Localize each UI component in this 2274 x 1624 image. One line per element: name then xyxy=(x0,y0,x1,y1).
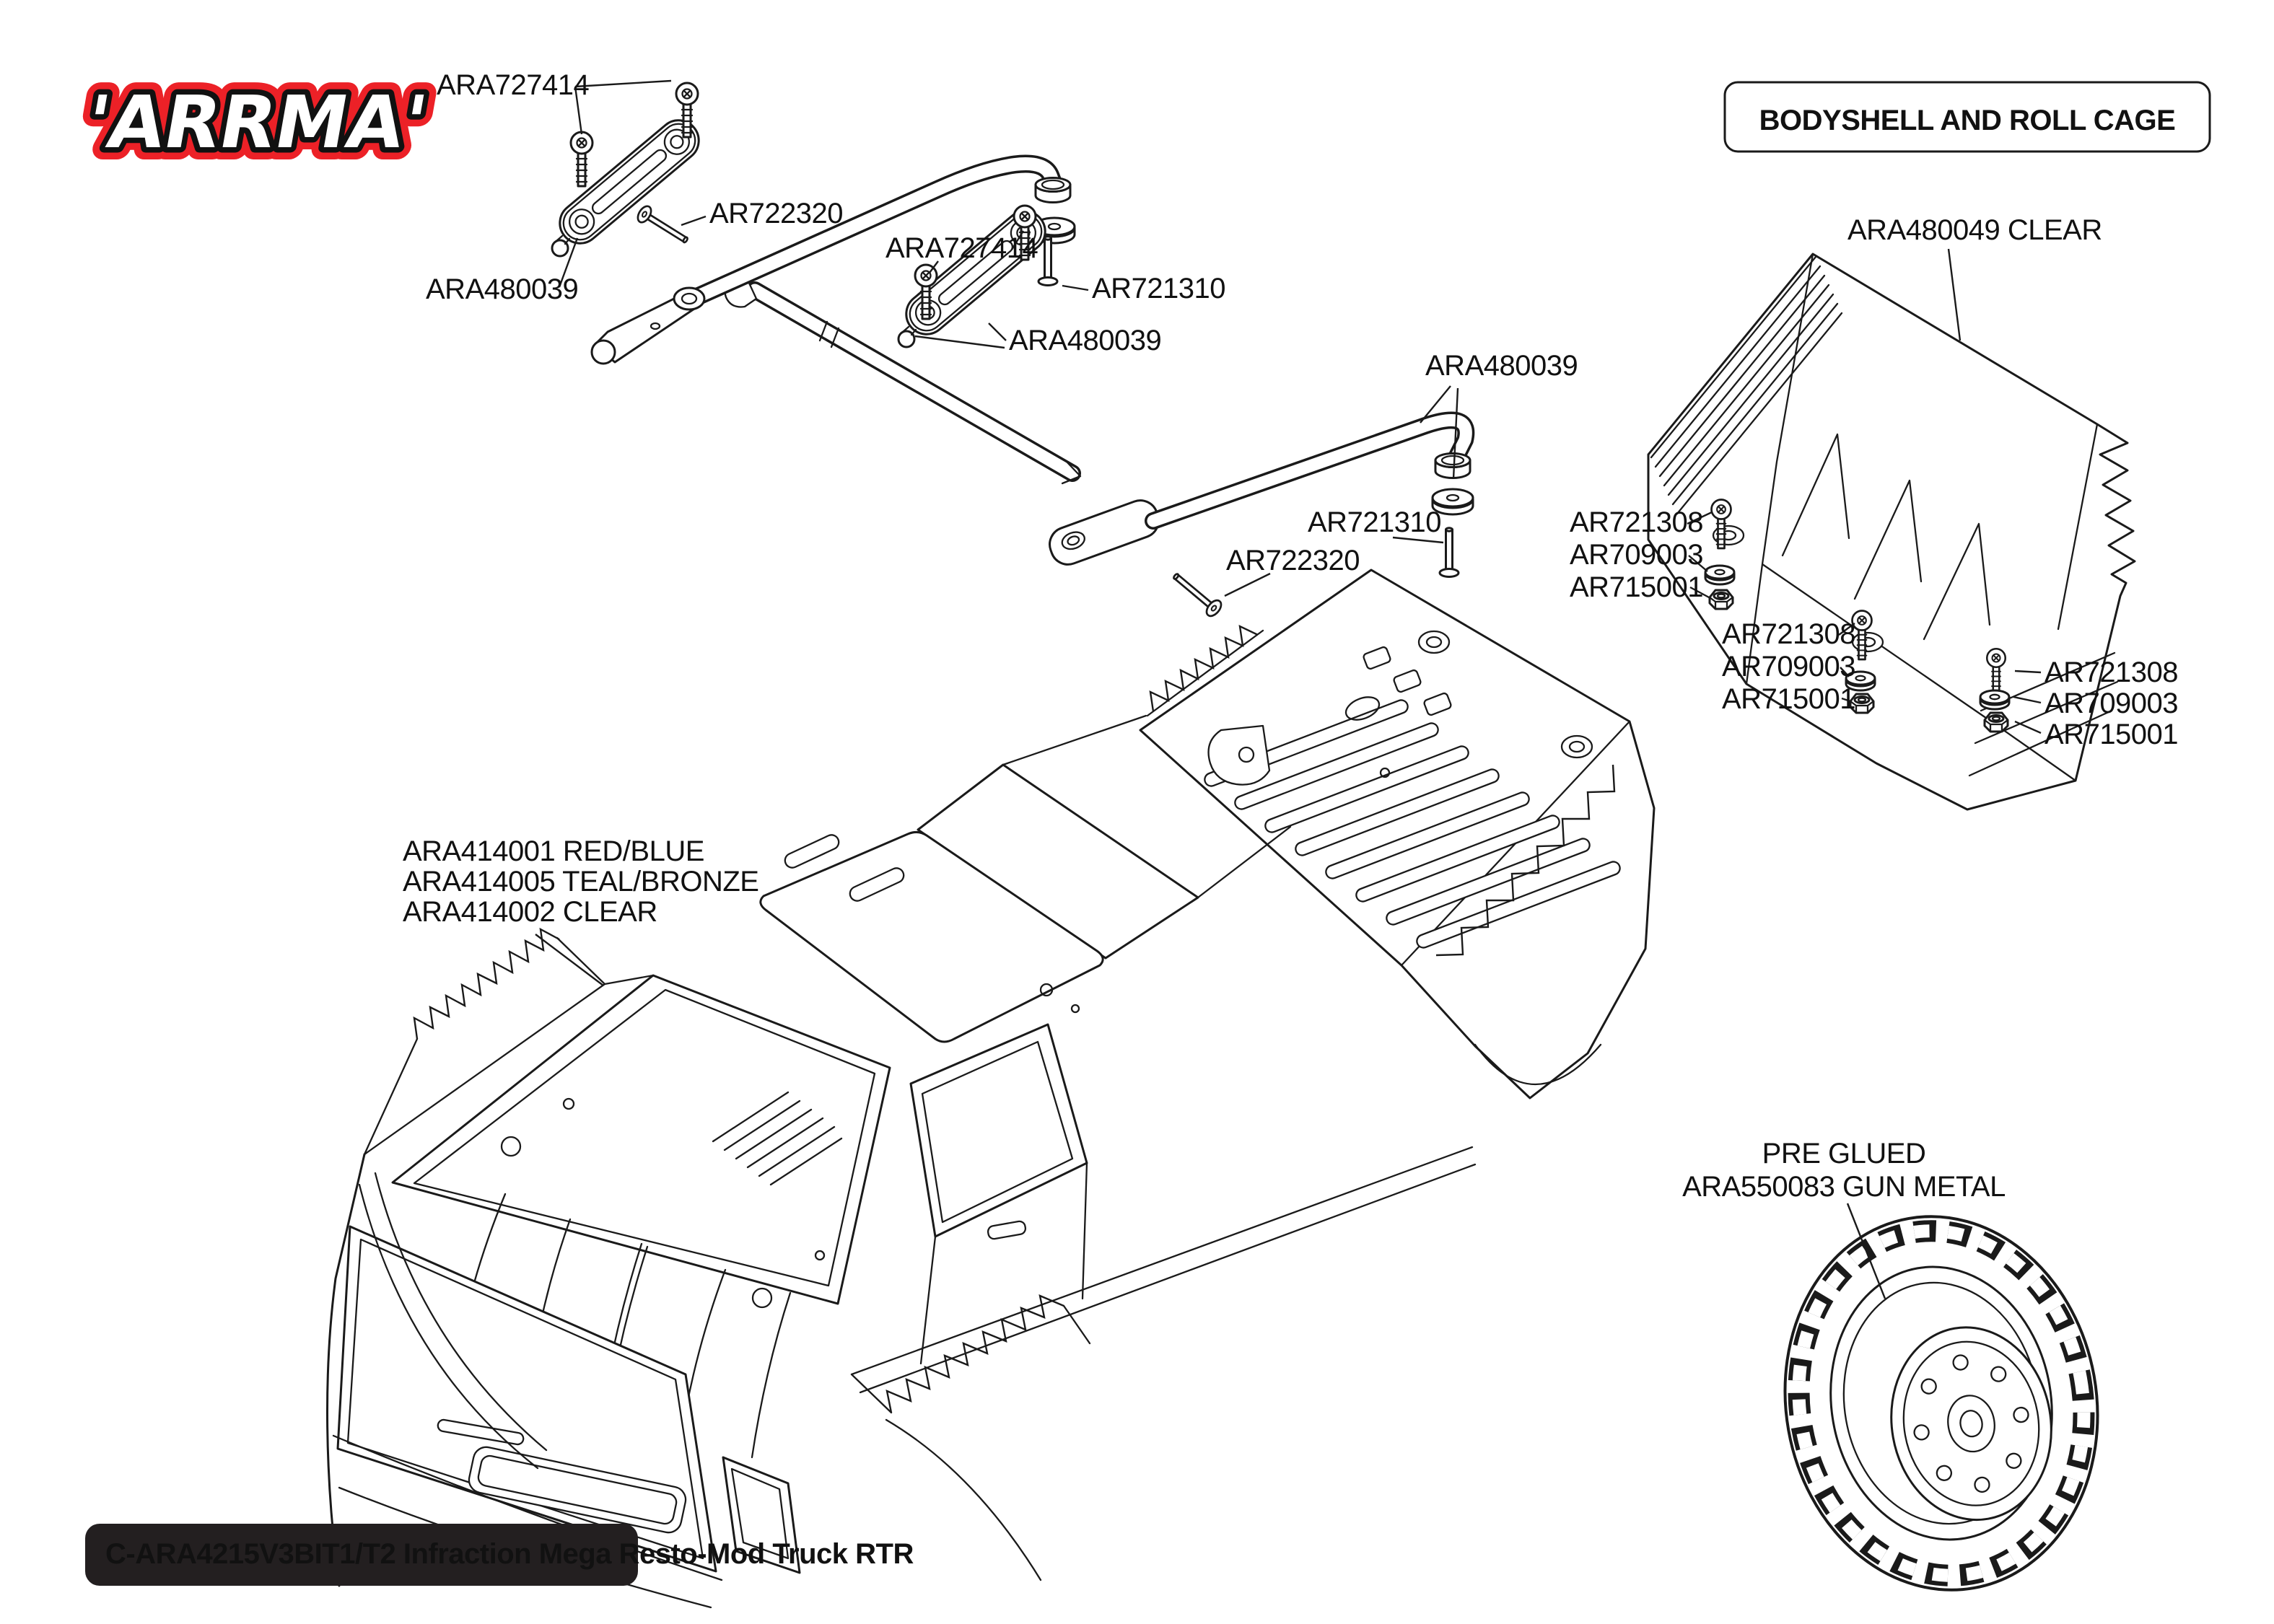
rear-wing xyxy=(1647,253,2136,811)
label-pre-glued: PRE GLUED xyxy=(1762,1138,1926,1169)
callout-ara727414-front: ARA727414 xyxy=(437,69,589,101)
arrma-logo-black-outline: 'ARRMA' xyxy=(79,80,433,164)
label-ar721308-2: AR721308 xyxy=(1722,618,1855,650)
wheel-labels: PRE GLUED ARA550083 GUN METAL xyxy=(1682,1138,2006,1203)
arrma-logo: 'ARRMA' 'ARRMA' 'ARRMA' xyxy=(67,68,445,177)
fastener-group-labels-2: AR721308 AR709003 AR715001 xyxy=(1722,618,1856,715)
label-ar721308-3: AR721308 xyxy=(2045,657,2178,688)
footer-background xyxy=(85,1524,638,1586)
label-body-red-blue: ARA414001 RED/BLUE xyxy=(403,835,704,867)
footer-bar: C-ARA4215V3BIT1/T2 Infraction Mega Resto… xyxy=(85,1524,914,1586)
callout-wing: ARA480049 CLEAR xyxy=(1847,214,2102,246)
truck-bodyshell xyxy=(326,569,1656,1609)
label-ar715001-1: AR715001 xyxy=(1570,571,1703,603)
pin-ar722320-front xyxy=(634,203,693,250)
label-ar721308-1: AR721308 xyxy=(1570,506,1703,538)
label-body-teal-bronze: ARA414005 TEAL/BRONZE xyxy=(403,866,758,897)
fastener-group-labels-1: AR721308 AR709003 AR715001 xyxy=(1570,506,1704,603)
arrma-logo-face: 'ARRMA' xyxy=(79,80,433,164)
callout-ar722320-front: AR722320 xyxy=(709,198,843,229)
page-title: BODYSHELL AND ROLL CAGE xyxy=(1759,105,2176,136)
screw-ara727414-2 xyxy=(569,131,594,188)
arrma-logo-red-outline: 'ARRMA' xyxy=(79,80,433,164)
bodyshell-option-labels: ARA414001 RED/BLUE ARA414005 TEAL/BRONZE… xyxy=(403,835,759,928)
callout-ar721310-rear: AR721310 xyxy=(1308,506,1441,538)
label-body-clear: ARA414002 CLEAR xyxy=(403,896,657,928)
callout-ar722320-rear: AR722320 xyxy=(1226,545,1360,576)
callout-ara727414-mid: ARA727414 xyxy=(885,232,1038,264)
title-box: BODYSHELL AND ROLL CAGE xyxy=(1723,81,2211,153)
pin-ar722320-rear xyxy=(1168,567,1225,620)
callout-labels: ARA727414 AR722320 ARA480039 ARA727414 A… xyxy=(403,69,2179,1203)
label-ar709003-3: AR709003 xyxy=(2045,688,2178,719)
footer-kit-name: C-ARA4215V3BIT1/T2 Infraction Mega Resto… xyxy=(105,1538,914,1570)
callout-lines xyxy=(535,79,2042,1299)
wheel-rim xyxy=(1890,1326,2052,1522)
label-ara550083: ARA550083 GUN METAL xyxy=(1682,1171,2006,1203)
callout-ara480039-rear: ARA480039 xyxy=(1425,350,1578,382)
callout-ara480039-mid: ARA480039 xyxy=(1009,325,1161,356)
callout-ar721310-mid: AR721310 xyxy=(1092,273,1225,304)
label-ar715001-2: AR715001 xyxy=(1722,683,1855,715)
pin-ar721310-rear xyxy=(1438,527,1460,578)
cargo-bed xyxy=(1139,569,1656,1100)
tube-rear-cradle xyxy=(1049,499,1160,566)
fastener-group-labels-3: AR721308 AR709003 AR715001 xyxy=(2045,657,2179,750)
label-ar709003-1: AR709003 xyxy=(1570,539,1703,571)
label-ar709003-2: AR709003 xyxy=(1722,651,1855,682)
roll-cage-front xyxy=(550,82,1082,485)
roll-cage-rear xyxy=(1049,411,1475,620)
label-ar715001-3: AR715001 xyxy=(2045,719,2178,750)
wheel-tire xyxy=(1783,1215,2099,1592)
callout-ara480039-front: ARA480039 xyxy=(426,273,578,305)
